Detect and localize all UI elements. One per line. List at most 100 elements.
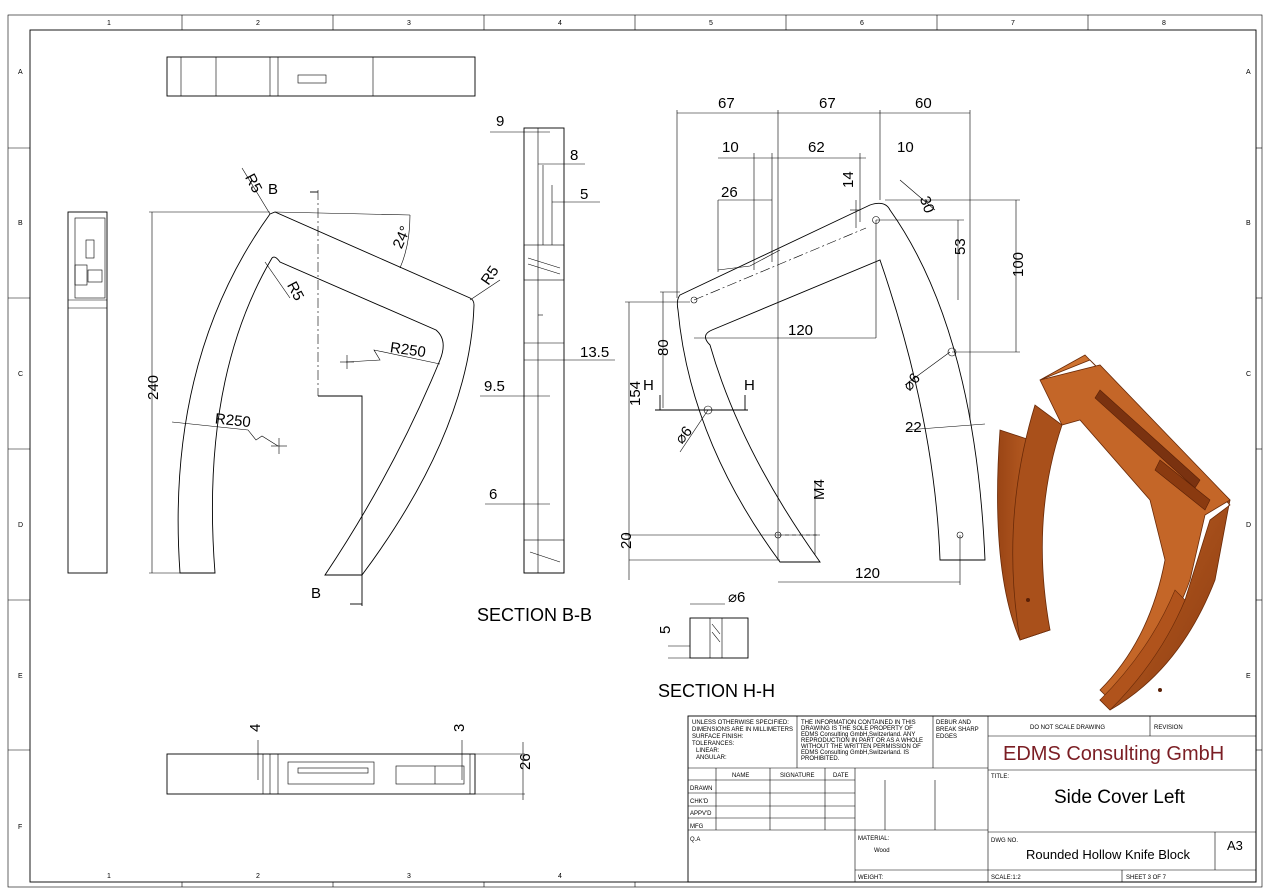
zone-col-1: 1	[107, 20, 111, 27]
tb-deburr-3: EDGES	[936, 734, 957, 740]
tb-property-1: THE INFORMATION CONTAINED IN THIS	[801, 720, 916, 726]
tb-deburr-1: DEBUR AND	[936, 720, 972, 726]
tb-row-chkd: CHK'D	[690, 799, 709, 805]
dim-bottom-26: 26	[517, 753, 534, 770]
bottom-view: 4 3 26	[166, 724, 534, 800]
tb-note-4: TOLERANCES:	[692, 741, 735, 747]
dim-side-10-left: 10	[722, 139, 739, 156]
dim-front-r5-inner: R5	[283, 279, 307, 304]
tb-note-1: UNLESS OTHERWISE SPECIFIED:	[692, 720, 789, 726]
dim-side-62: 62	[808, 139, 825, 156]
zone-row-e: E	[18, 673, 23, 680]
tb-dwg-no-label: DWG NO.	[991, 838, 1018, 844]
tb-title: Side Cover Left	[1054, 787, 1186, 808]
label-cut-h-left: H	[643, 377, 654, 394]
label-cut-b-bottom: B	[311, 585, 321, 602]
zone-col-1-bottom: 1	[107, 873, 111, 880]
tb-note-6: ANGULAR:	[696, 755, 727, 761]
tb-revision: REVISION	[1154, 725, 1183, 731]
tb-property-7: PROHIBITED.	[801, 756, 840, 762]
zone-row-b: B	[18, 220, 23, 227]
dim-side-14: 14	[840, 171, 857, 188]
tb-header-signature: SIGNATURE	[780, 773, 815, 779]
tb-scale: SCALE:1:2	[991, 875, 1021, 881]
tb-row-qa: Q.A	[690, 837, 700, 843]
tb-property-5: WITHOUT THE WRITTEN PERMISSION OF	[801, 744, 921, 750]
zone-row-c-right: C	[1246, 371, 1251, 378]
dim-bottom-3: 3	[451, 724, 468, 732]
dim-side-26: 26	[721, 184, 738, 201]
zone-row-e-right: E	[1246, 673, 1251, 680]
dim-side-20: 20	[618, 532, 635, 549]
dim-bb-9: 9	[496, 113, 504, 130]
dim-side-30: 30	[916, 194, 938, 215]
dim-bb-8: 8	[570, 147, 578, 164]
zone-col-8: 8	[1162, 20, 1166, 27]
tb-note-2: DIMENSIONS ARE IN MILLIMETERS	[692, 727, 793, 733]
label-cut-b-top: B	[268, 181, 278, 198]
tb-do-not-scale: DO NOT SCALE DRAWING	[1030, 725, 1105, 731]
dim-side-22: 22	[905, 419, 922, 436]
zone-col-6: 6	[860, 20, 864, 27]
tb-property-2: DRAWING IS THE SOLE PROPERTY OF	[801, 726, 913, 732]
tb-header-name: NAME	[732, 773, 749, 779]
zone-col-3-bottom: 3	[407, 873, 411, 880]
section-hh-label: SECTION H-H	[658, 681, 775, 701]
tb-size: A3	[1227, 838, 1243, 853]
side-view: 67 67 60 10 62 10 26 14 30 53 100 120 80…	[618, 95, 1027, 585]
tb-dwg-no: Rounded Hollow Knife Block	[1026, 847, 1191, 862]
section-hh-view: ⌀6 5 SECTION H-H	[657, 589, 775, 701]
tb-deburr-2: BREAK SHARP	[936, 727, 979, 733]
left-side-view	[67, 211, 108, 574]
zone-col-4-bottom: 4	[558, 873, 562, 880]
dim-side-dia6-left: ⌀6	[672, 423, 696, 447]
dim-hh-5: 5	[657, 626, 674, 634]
isometric-render	[997, 354, 1231, 711]
dim-side-80: 80	[655, 339, 672, 356]
tb-property-3: EDMS Consulting GmbH,Switzerland. ANY	[801, 732, 915, 738]
dim-side-120-bottom: 120	[855, 565, 880, 582]
dim-bb-5: 5	[580, 186, 588, 203]
dim-side-154: 154	[627, 381, 644, 406]
dim-side-60: 60	[915, 95, 932, 112]
dim-front-r5-right: R5	[478, 263, 503, 288]
dim-side-120-top: 120	[788, 322, 813, 339]
front-view: R5 B R5 R5 24° R250 R250 240 B	[145, 167, 503, 606]
tb-row-drawn: DRAWN	[690, 786, 712, 792]
zone-row-c: C	[18, 371, 23, 378]
dim-bottom-4: 4	[247, 724, 264, 732]
top-view	[166, 56, 476, 97]
dim-side-67-left: 67	[718, 95, 735, 112]
zone-col-2-bottom: 2	[256, 873, 260, 880]
dim-bb-13-5: 13.5	[580, 344, 609, 361]
tb-material-label: MATERIAL:	[858, 836, 890, 842]
zone-labels: 1 2 3 4 5 6 7 8 1 2 3 4 A B C D E F A B …	[18, 20, 1251, 880]
dim-front-angle: 24°	[390, 224, 415, 252]
inner-border	[29, 29, 1257, 883]
dim-bb-9-5: 9.5	[484, 378, 505, 395]
zone-col-7: 7	[1011, 20, 1015, 27]
tb-weight-label: WEIGHT:	[858, 875, 883, 881]
title-block-text: UNLESS OTHERWISE SPECIFIED: DIMENSIONS A…	[690, 720, 1243, 881]
zone-row-f: F	[18, 824, 22, 831]
zone-col-4: 4	[558, 20, 562, 27]
dim-hh-dia6: ⌀6	[728, 589, 745, 606]
tb-sheet: SHEET 3 OF 7	[1126, 875, 1167, 881]
zone-row-b-right: B	[1246, 220, 1251, 227]
zone-col-5: 5	[709, 20, 713, 27]
dim-side-100: 100	[1010, 252, 1027, 277]
tb-row-mfg: MFG	[690, 824, 704, 830]
label-cut-h-right: H	[744, 377, 755, 394]
zone-row-a: A	[18, 69, 23, 76]
dim-front-height: 240	[145, 375, 162, 400]
tb-company: EDMS Consulting GmbH	[1003, 743, 1224, 765]
dim-front-r5-top: R5	[241, 171, 265, 196]
section-bb-view: 9 8 5 13.5 9.5 6 SECTION B-B	[477, 113, 615, 625]
tb-property-4: REPRODUCTION IN PART OR AS A WHOLE	[801, 738, 923, 744]
zone-row-a-right: A	[1246, 69, 1251, 76]
section-bb-label: SECTION B-B	[477, 605, 592, 625]
zone-col-2: 2	[256, 20, 260, 27]
dim-front-r250-left: R250	[214, 410, 251, 431]
title-block	[687, 715, 1257, 883]
